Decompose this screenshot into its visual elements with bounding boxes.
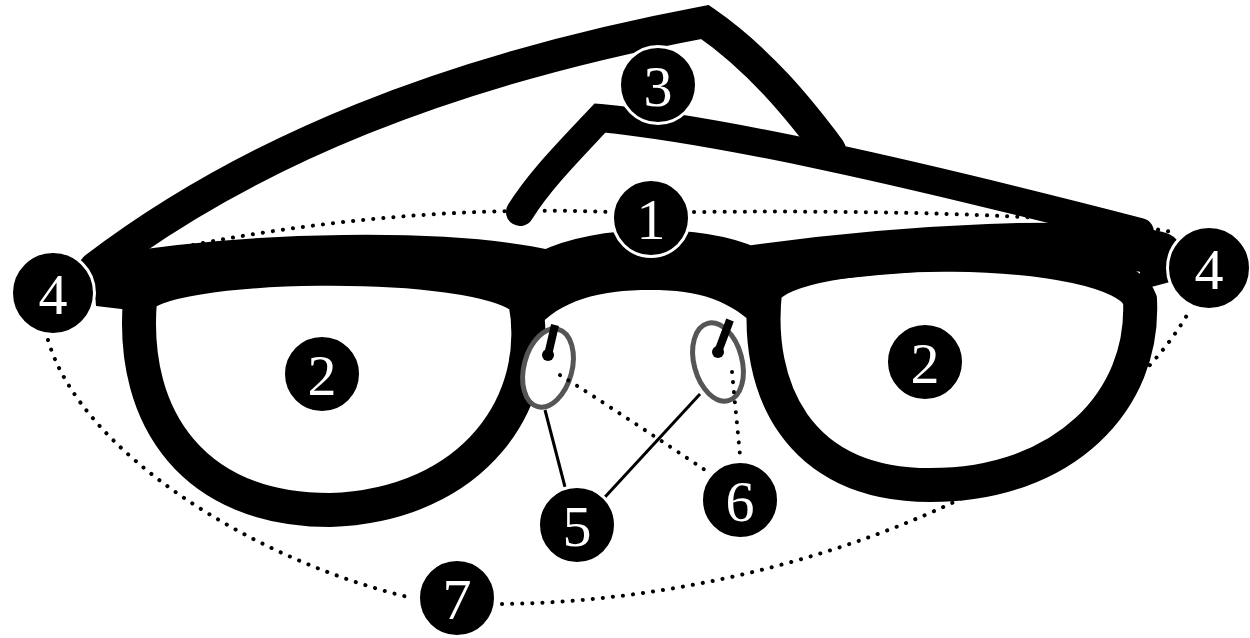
temple-arm bbox=[95, 22, 830, 268]
bridge bbox=[525, 256, 770, 330]
nose-pad bbox=[514, 323, 581, 413]
callout-circle: 6 bbox=[700, 460, 780, 540]
callout-number: 5 bbox=[563, 498, 592, 556]
callout-circle: 3 bbox=[618, 45, 698, 125]
leader-line bbox=[605, 394, 700, 497]
leader-lines bbox=[48, 211, 1190, 604]
callout-number: 2 bbox=[911, 335, 940, 393]
nose-pad bbox=[684, 317, 751, 407]
lens-rim bbox=[139, 269, 528, 510]
lens-rim bbox=[764, 255, 1141, 485]
callout-number: 3 bbox=[644, 58, 673, 116]
callout-number: 4 bbox=[39, 266, 68, 324]
callout-number: 1 bbox=[637, 191, 666, 249]
callout-number: 7 bbox=[443, 571, 472, 629]
callout-circle: 4 bbox=[1166, 225, 1250, 311]
leader-line bbox=[545, 410, 565, 487]
callout-circle: 5 bbox=[537, 485, 617, 565]
callout-number: 2 bbox=[308, 347, 337, 405]
callout-circle: 2 bbox=[885, 322, 965, 402]
callout-circle: 4 bbox=[10, 250, 96, 336]
callout-circle: 1 bbox=[611, 178, 691, 258]
callout-number: 4 bbox=[1195, 241, 1224, 299]
callout-number: 6 bbox=[726, 473, 755, 531]
callout-circle: 7 bbox=[417, 558, 497, 638]
callout-circle: 2 bbox=[282, 334, 362, 414]
pad-screw bbox=[712, 346, 724, 358]
pad-screw bbox=[542, 349, 554, 361]
